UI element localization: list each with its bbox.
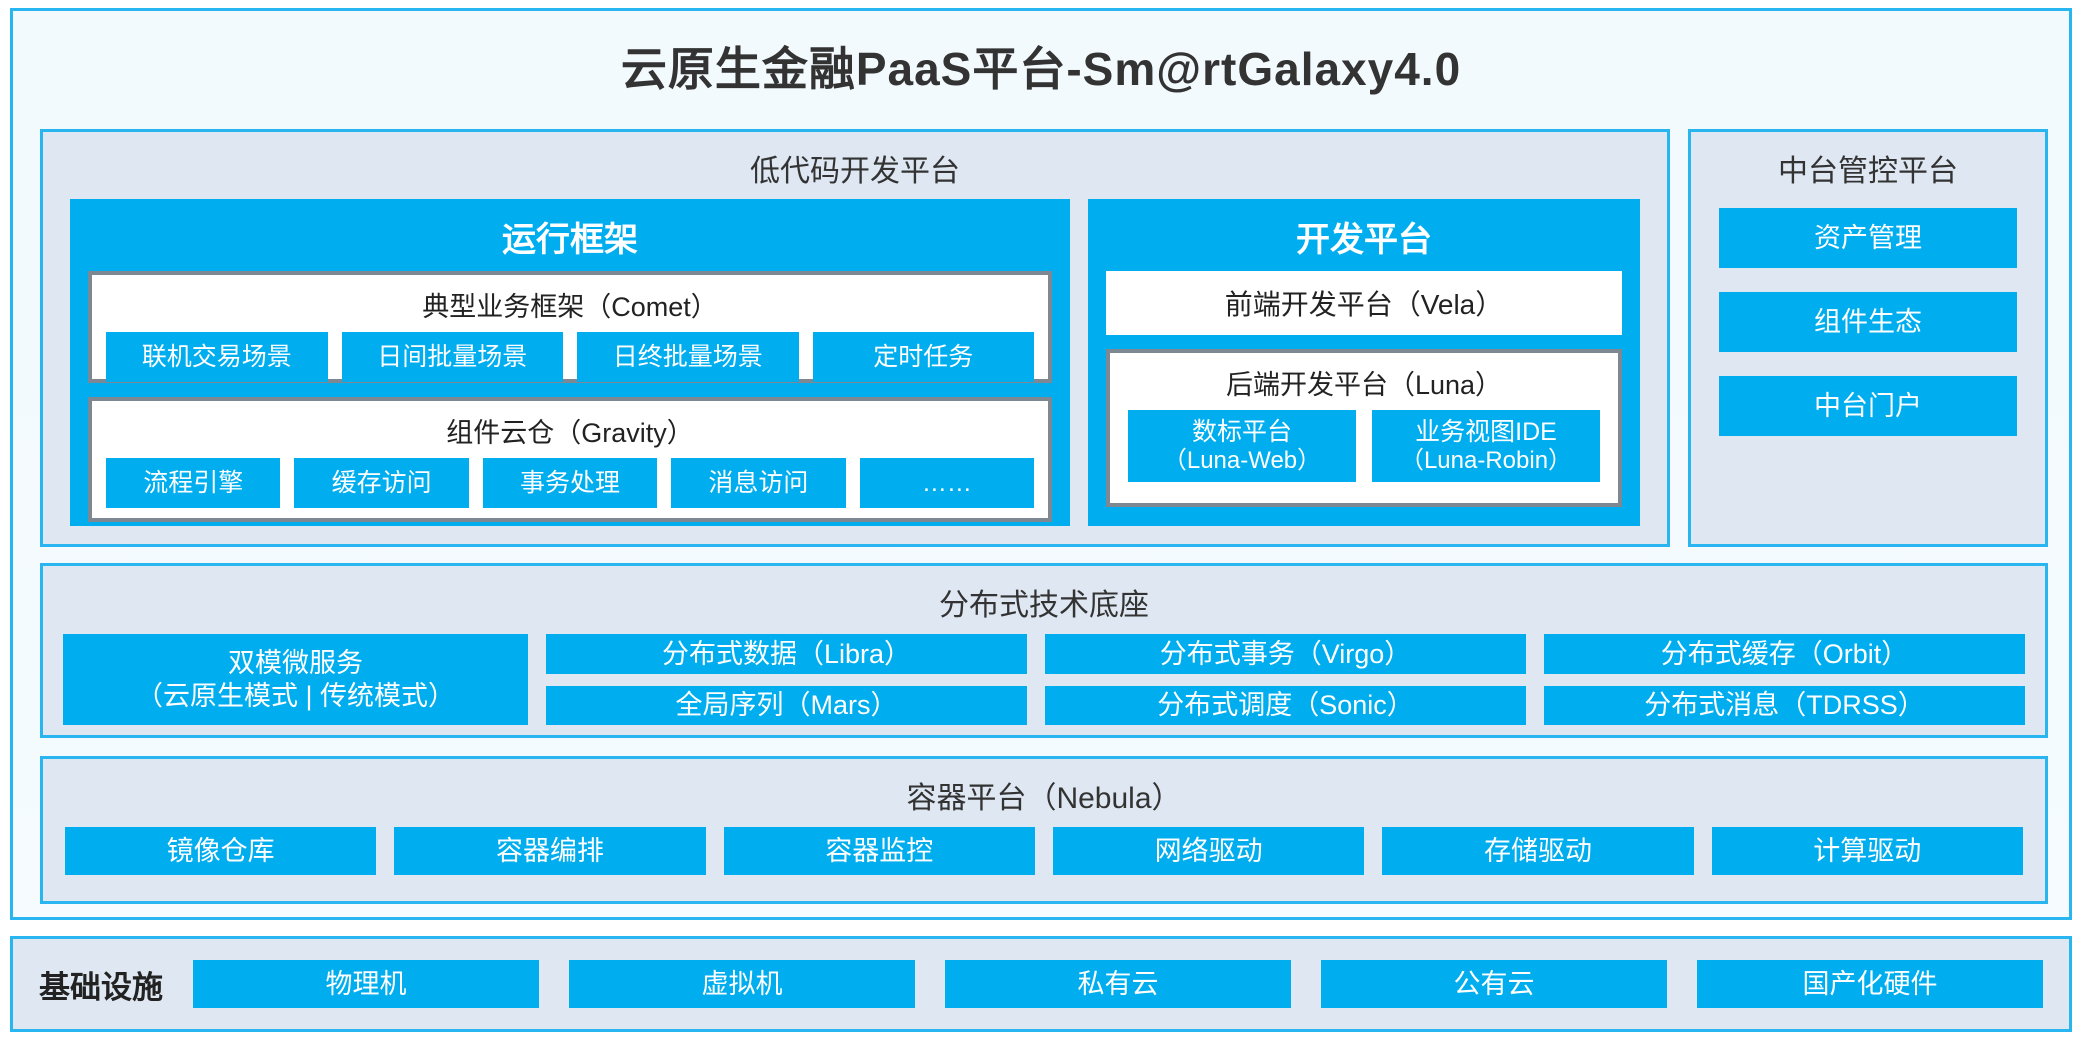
- comet-items: 联机交易场景 日间批量场景 日终批量场景 定时任务: [92, 332, 1048, 396]
- distributed-group-3: 分布式缓存（Orbit） 分布式消息（TDRSS）: [1544, 634, 2025, 725]
- infrastructure-panel: 基础设施 物理机 虚拟机 私有云 公有云 国产化硬件: [10, 936, 2072, 1032]
- container-item-compute-driver[interactable]: 计算驱动: [1711, 827, 2023, 875]
- upper-row: 低代码开发平台 运行框架 典型业务框架（Comet） 联机交易场景 日间批量场景…: [40, 129, 2048, 547]
- lowcode-platform-title: 低代码开发平台: [750, 155, 960, 188]
- container-platform-title: 容器平台（Nebula）: [906, 782, 1182, 815]
- luna-items: 数标平台 （Luna-Web） 业务视图IDE （Luna-Robin）: [1110, 410, 1618, 498]
- comet-item[interactable]: 日终批量场景: [577, 332, 799, 382]
- page-title: 云原生金融PaaS平台-Sm@rtGalaxy4.0: [620, 43, 1462, 95]
- luna-box: 后端开发平台（Luna） 数标平台 （Luna-Web） 业务视图IDE （Lu…: [1106, 349, 1622, 507]
- infrastructure-item-domestic-hardware[interactable]: 国产化硬件: [1697, 960, 2043, 1008]
- lowcode-inner: 运行框架 典型业务框架（Comet） 联机交易场景 日间批量场景 日终批量场景 …: [70, 199, 1640, 526]
- comet-box: 典型业务框架（Comet） 联机交易场景 日间批量场景 日终批量场景 定时任务: [88, 271, 1052, 383]
- infrastructure-item-virtual-machine[interactable]: 虚拟机: [569, 960, 915, 1008]
- distributed-item-tdrss[interactable]: 分布式消息（TDRSS）: [1544, 685, 2025, 725]
- luna-item-name: 业务视图IDE: [1415, 417, 1557, 446]
- comet-item[interactable]: 定时任务: [812, 332, 1034, 382]
- vela-box[interactable]: 前端开发平台（Vela）: [1106, 271, 1622, 335]
- luna-item-sub: （Luna-Web）: [1162, 446, 1322, 474]
- midplatform-item-portal[interactable]: 中台门户: [1719, 376, 2017, 436]
- comet-item[interactable]: 联机交易场景: [106, 332, 328, 382]
- luna-item-name: 数标平台: [1191, 417, 1292, 446]
- luna-item-luna-web[interactable]: 数标平台 （Luna-Web）: [1128, 410, 1356, 482]
- midplatform-panel: 中台管控平台 资产管理 组件生态 中台门户: [1688, 129, 2048, 547]
- distributed-group-1: 分布式数据（Libra） 全局序列（Mars）: [546, 634, 1027, 725]
- gravity-item-more[interactable]: ……: [859, 458, 1035, 508]
- dual-mode-sub: （云原生模式 | 传统模式）: [135, 680, 456, 711]
- luna-title: 后端开发平台（Luna）: [1225, 370, 1503, 400]
- runtime-framework-title: 运行框架: [502, 221, 638, 259]
- gravity-item[interactable]: 缓存访问: [294, 458, 469, 508]
- gravity-item[interactable]: 事务处理: [482, 458, 658, 508]
- infrastructure-label: 基础设施: [39, 969, 163, 1005]
- midplatform-item-asset-management[interactable]: 资产管理: [1719, 208, 2017, 268]
- container-item-network-driver[interactable]: 网络驱动: [1052, 827, 1365, 875]
- container-item-monitoring[interactable]: 容器监控: [723, 827, 1035, 875]
- distributed-base-title: 分布式技术底座: [939, 589, 1149, 622]
- midplatform-items: 资产管理 组件生态 中台门户: [1691, 200, 2045, 436]
- container-item-storage-driver[interactable]: 存储驱动: [1382, 827, 1694, 875]
- distributed-item-orbit[interactable]: 分布式缓存（Orbit）: [1544, 634, 2025, 674]
- infrastructure-item-public-cloud[interactable]: 公有云: [1321, 960, 1667, 1008]
- infrastructure-item-private-cloud[interactable]: 私有云: [945, 960, 1291, 1008]
- gravity-title: 组件云仓（Gravity）: [446, 418, 694, 448]
- infrastructure-item-physical-machine[interactable]: 物理机: [193, 960, 539, 1008]
- gravity-item[interactable]: 消息访问: [671, 458, 846, 508]
- gravity-items: 流程引擎 缓存访问 事务处理 消息访问 ……: [92, 458, 1048, 522]
- comet-item[interactable]: 日间批量场景: [341, 332, 563, 382]
- container-platform-items: 镜像仓库 容器编排 容器监控 网络驱动 存储驱动 计算驱动: [43, 827, 2045, 893]
- gravity-item[interactable]: 流程引擎: [106, 458, 281, 508]
- midplatform-title: 中台管控平台: [1778, 155, 1958, 188]
- distributed-item-sonic[interactable]: 分布式调度（Sonic）: [1045, 685, 1526, 725]
- lowcode-platform-panel: 低代码开发平台 运行框架 典型业务框架（Comet） 联机交易场景 日间批量场景…: [40, 129, 1670, 547]
- distributed-item-libra[interactable]: 分布式数据（Libra）: [546, 634, 1027, 674]
- infrastructure-items: 物理机 虚拟机 私有云 公有云 国产化硬件: [193, 960, 2043, 1008]
- luna-item-luna-robin[interactable]: 业务视图IDE （Luna-Robin）: [1372, 410, 1600, 482]
- development-platform-block: 开发平台 前端开发平台（Vela） 后端开发平台（Luna） 数标平台 （Lun…: [1088, 199, 1640, 526]
- distributed-base-panel: 分布式技术底座 双模微服务 （云原生模式 | 传统模式） 分布式数据（Libra…: [40, 563, 2048, 738]
- distributed-group-2: 分布式事务（Virgo） 分布式调度（Sonic）: [1045, 634, 1526, 725]
- container-item-orchestration[interactable]: 容器编排: [394, 827, 706, 875]
- distributed-item-mars[interactable]: 全局序列（Mars）: [546, 685, 1027, 725]
- dual-mode-microservice-wrapper: 双模微服务 （云原生模式 | 传统模式）: [63, 634, 528, 725]
- runtime-framework-block: 运行框架 典型业务框架（Comet） 联机交易场景 日间批量场景 日终批量场景 …: [70, 199, 1070, 526]
- dual-mode-microservice[interactable]: 双模微服务 （云原生模式 | 传统模式）: [63, 634, 528, 725]
- luna-item-sub: （Luna-Robin）: [1399, 446, 1573, 474]
- distributed-item-virgo[interactable]: 分布式事务（Virgo）: [1045, 634, 1526, 674]
- platform-frame: 云原生金融PaaS平台-Sm@rtGalaxy4.0 低代码开发平台 运行框架 …: [10, 8, 2072, 920]
- development-platform-title: 开发平台: [1296, 221, 1432, 259]
- container-item-image-registry[interactable]: 镜像仓库: [65, 827, 377, 875]
- distributed-base-body: 双模微服务 （云原生模式 | 传统模式） 分布式数据（Libra） 全局序列（M…: [43, 634, 2045, 741]
- dual-mode-name: 双模微服务: [228, 648, 363, 679]
- container-platform-panel: 容器平台（Nebula） 镜像仓库 容器编排 容器监控 网络驱动 存储驱动 计算…: [40, 756, 2048, 904]
- gravity-box: 组件云仓（Gravity） 流程引擎 缓存访问 事务处理 消息访问 ……: [88, 397, 1052, 522]
- midplatform-item-component-ecosystem[interactable]: 组件生态: [1719, 292, 2017, 352]
- comet-title: 典型业务框架（Comet）: [422, 292, 718, 322]
